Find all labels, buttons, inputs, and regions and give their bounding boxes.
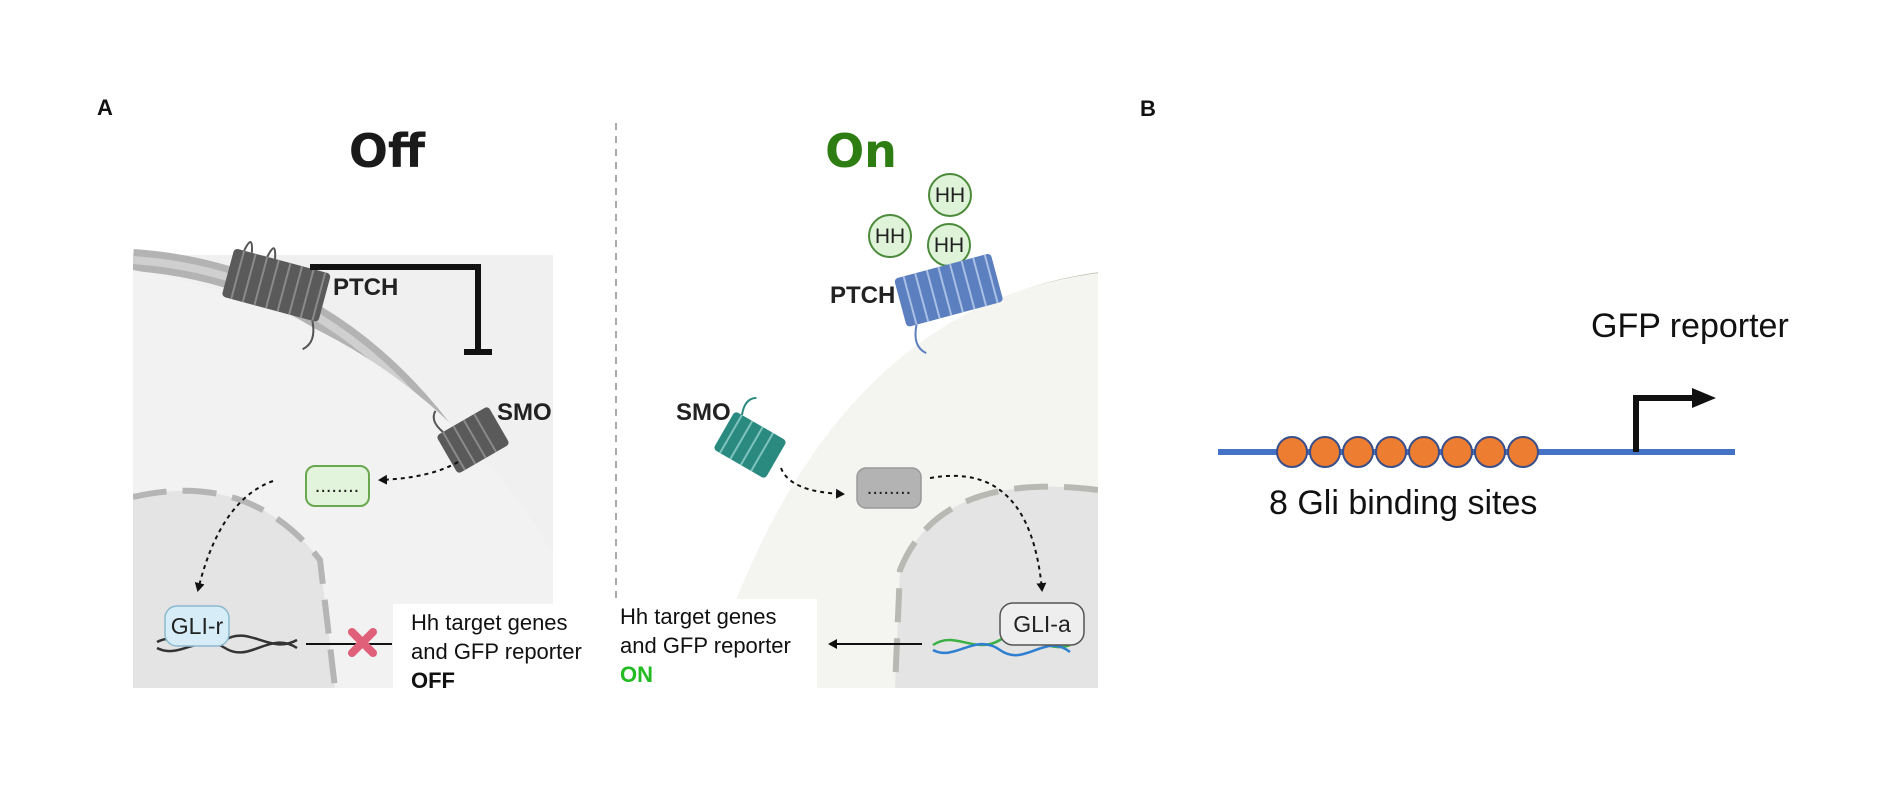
on-target-state: ON xyxy=(620,662,653,687)
on-intermediate-label: ........ xyxy=(867,477,911,499)
hh-ligand-3: HH xyxy=(927,223,971,267)
gli-r-label: GLI-r xyxy=(171,613,224,639)
on-target-line2: and GFP reporter xyxy=(620,633,791,658)
binding-sites-label: 8 Gli binding sites xyxy=(1269,484,1537,522)
gli-binding-site-6 xyxy=(1441,436,1473,468)
off-intermediate-box xyxy=(305,465,370,507)
smo-off-receptor xyxy=(432,407,509,473)
smo-off-label: SMO xyxy=(497,399,552,426)
svg-text:HH: HH xyxy=(935,184,965,207)
gli-binding-site-3 xyxy=(1342,436,1374,468)
gli-binding-site-7 xyxy=(1474,436,1506,468)
on-intermediate-box xyxy=(856,467,922,509)
on-title: On xyxy=(825,124,897,178)
off-target-state: OFF xyxy=(411,668,455,693)
panel-a-letter: A xyxy=(97,95,113,120)
ptch-off-receptor xyxy=(222,241,331,351)
promoter-arrowhead xyxy=(1692,388,1716,408)
gli-binding-site-2 xyxy=(1309,436,1341,468)
off-title: Off xyxy=(349,124,426,178)
gli-a-box xyxy=(999,602,1085,646)
blocked-x-icon xyxy=(348,628,377,657)
intermediate-to-gli-r-arrow xyxy=(194,480,274,592)
hh-ligand-1: HH xyxy=(928,173,972,217)
gli-binding-site-5 xyxy=(1408,436,1440,468)
promoter-arrow xyxy=(1633,395,1695,452)
gli-binding-site-8 xyxy=(1507,436,1539,468)
gli-a-label: GLI-a xyxy=(1013,611,1071,637)
ptch-off-label: PTCH xyxy=(333,274,398,301)
svg-text:HH: HH xyxy=(934,234,964,257)
ptch-inhibits-smo-line xyxy=(310,264,481,352)
intermediate-to-gli-a-arrow xyxy=(929,474,1047,592)
smo-on-receptor xyxy=(714,396,786,478)
svg-text:HH: HH xyxy=(875,225,905,248)
smo-to-intermediate-arrow xyxy=(378,461,459,485)
gfp-reporter-label: GFP reporter xyxy=(1591,307,1789,345)
panel-b-letter: B xyxy=(1140,96,1156,121)
gli-binding-sites xyxy=(1276,436,1539,468)
off-target-line1: Hh target genes xyxy=(411,610,568,635)
gli-binding-site-1 xyxy=(1276,436,1308,468)
hh-ligand-2: HH xyxy=(868,214,912,258)
on-target-line1: Hh target genes xyxy=(620,604,777,629)
off-intermediate-label: ........ xyxy=(315,475,359,497)
ptch-on-label: PTCH xyxy=(830,282,895,309)
gli-binding-site-4 xyxy=(1375,436,1407,468)
gli-r-box xyxy=(164,605,230,647)
off-target-line2: and GFP reporter xyxy=(411,639,582,664)
smo-on-label: SMO xyxy=(676,399,731,426)
ptch-on-receptor xyxy=(894,253,1003,355)
